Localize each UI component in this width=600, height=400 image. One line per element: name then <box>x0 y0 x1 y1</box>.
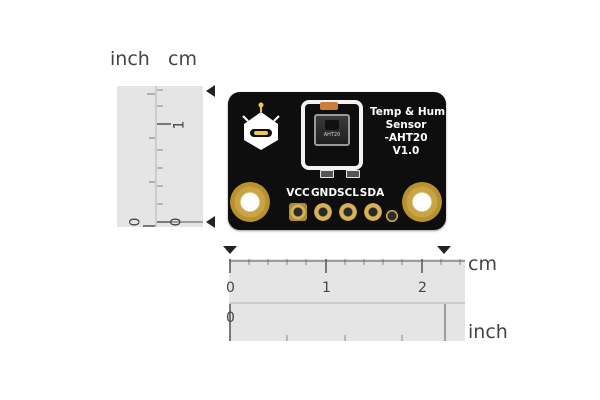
ruler-divider <box>155 86 157 227</box>
vertical-tick-one: 1 <box>171 120 188 130</box>
sensor-board: AHT20 Temp & Hum Sensor -AHT20 V1.0 VCC … <box>228 92 446 230</box>
left-edge-marker <box>223 246 237 254</box>
pin-label-sda: SDA <box>359 187 385 199</box>
horizontal-ruler-ticks <box>229 259 465 341</box>
aht20-chip: AHT20 <box>314 114 350 146</box>
pin-gnd <box>314 203 332 221</box>
pin-label-gnd: GND <box>310 187 338 199</box>
board-title-line-3: -AHT20 <box>384 132 428 144</box>
pin-vcc <box>289 203 307 221</box>
chip-marking: AHT20 <box>323 132 341 138</box>
horizontal-cm-tick-0: 0 <box>226 280 235 296</box>
robot-head-logo-icon <box>242 102 280 150</box>
pin-label-scl: SCL <box>337 187 359 199</box>
vertical-inch-zero: 0 <box>127 217 144 227</box>
pin-label-vcc: VCC <box>286 187 310 199</box>
horizontal-inch-zero: 0 <box>226 310 235 326</box>
sensor-window <box>325 120 339 130</box>
horizontal-cm-tick-2: 2 <box>418 280 427 296</box>
cm-label-top: cm <box>168 48 197 70</box>
vertical-cm-zero: 0 <box>168 217 185 227</box>
board-title-line-2: Sensor <box>385 119 427 131</box>
ruler-divider <box>229 302 465 304</box>
pad-small <box>386 210 398 222</box>
top-edge-marker <box>206 85 215 97</box>
inch-label-top: inch <box>110 48 150 70</box>
cm-label-bottom: cm <box>468 253 497 275</box>
horizontal-cm-tick-1: 1 <box>322 280 331 296</box>
capacitor <box>320 102 338 110</box>
right-edge-marker <box>437 246 451 254</box>
bottom-edge-marker <box>206 216 215 228</box>
mounting-hole-right <box>402 182 442 222</box>
board-title-line-1: Temp & Hum <box>370 106 446 118</box>
mounting-hole-left <box>230 182 270 222</box>
pin-sda <box>364 203 382 221</box>
inch-label-bottom: inch <box>468 321 508 343</box>
vertical-ruler: 1 0 0 <box>117 86 203 227</box>
vertical-ruler-ticks <box>143 89 203 227</box>
smd-component-left <box>320 170 334 178</box>
smd-component-right <box>346 170 360 178</box>
horizontal-ruler: 0 1 2 0 <box>226 259 465 341</box>
pin-scl <box>339 203 357 221</box>
board-title-line-4: V1.0 <box>392 145 420 157</box>
